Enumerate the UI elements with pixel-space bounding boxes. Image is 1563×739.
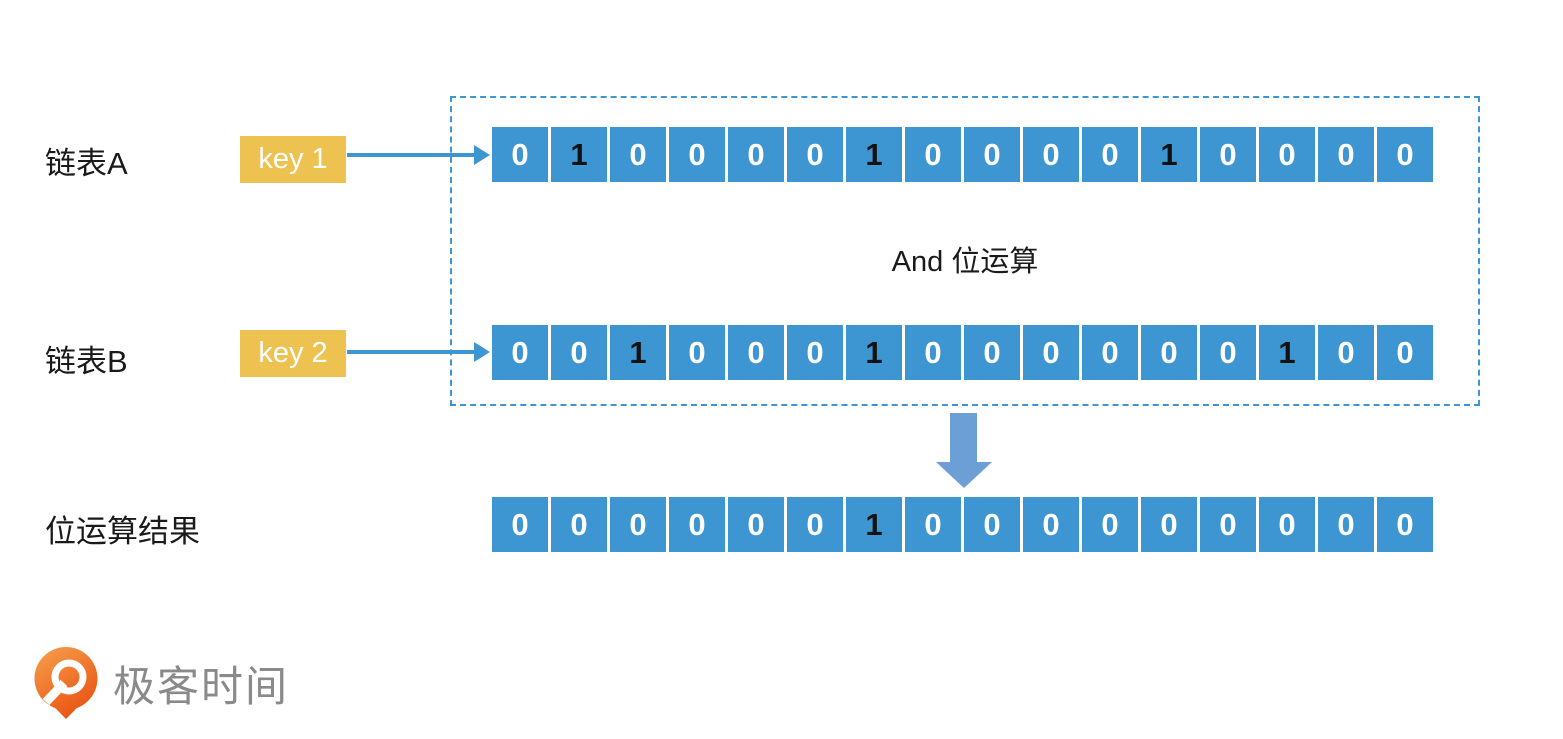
bit-cell: 0 xyxy=(492,325,548,380)
key1-arrow xyxy=(347,153,477,157)
result-label: 位运算结果 xyxy=(45,514,200,549)
key1-box: key 1 xyxy=(240,136,346,183)
bit-cell: 0 xyxy=(1377,325,1433,380)
bit-cell: 0 xyxy=(669,325,725,380)
key2-arrow-head-icon xyxy=(474,342,490,362)
geektime-logo-text: 极客时间 xyxy=(113,662,290,710)
bit-cell: 0 xyxy=(1082,127,1138,182)
bit-cell: 0 xyxy=(492,497,548,552)
bit-cell: 0 xyxy=(669,127,725,182)
bit-cell: 0 xyxy=(1318,127,1374,182)
bit-cell: 1 xyxy=(1141,127,1197,182)
list-a-label: 链表A xyxy=(45,146,128,181)
key2-arrow xyxy=(347,350,477,354)
bit-cell: 0 xyxy=(1023,497,1079,552)
bit-cell: 0 xyxy=(964,127,1020,182)
bit-cell: 0 xyxy=(728,127,784,182)
bit-cell: 0 xyxy=(1141,325,1197,380)
bit-cell: 1 xyxy=(846,127,902,182)
geektime-q-pin-icon xyxy=(34,647,98,719)
result-down-arrow-head-icon xyxy=(936,462,992,488)
bit-cell: 0 xyxy=(905,127,961,182)
bit-cell: 0 xyxy=(728,497,784,552)
bit-cell: 0 xyxy=(669,497,725,552)
operation-label: And 位运算 xyxy=(891,246,1039,278)
bit-cell: 1 xyxy=(610,325,666,380)
bit-cell: 0 xyxy=(551,325,607,380)
bit-cell: 0 xyxy=(492,127,548,182)
bit-cell: 0 xyxy=(1082,325,1138,380)
bit-cell: 0 xyxy=(1023,127,1079,182)
bit-cell: 0 xyxy=(610,127,666,182)
bit-cell: 0 xyxy=(1200,497,1256,552)
bit-cell: 1 xyxy=(1259,325,1315,380)
bit-cell: 1 xyxy=(551,127,607,182)
bit-cell: 0 xyxy=(1259,497,1315,552)
key1-arrow-head-icon xyxy=(474,145,490,165)
bit-cell: 0 xyxy=(1318,497,1374,552)
bit-cell: 0 xyxy=(728,325,784,380)
bit-cell: 0 xyxy=(905,497,961,552)
bit-cell: 0 xyxy=(1200,325,1256,380)
geektime-logo: 极客时间 xyxy=(33,646,289,720)
bit-cell: 0 xyxy=(964,497,1020,552)
bit-cell: 0 xyxy=(1082,497,1138,552)
bit-cell: 1 xyxy=(846,497,902,552)
bit-cell: 0 xyxy=(1318,325,1374,380)
bit-cell: 0 xyxy=(1023,325,1079,380)
bit-cell: 0 xyxy=(787,497,843,552)
key2-box: key 2 xyxy=(240,330,346,377)
bit-cell: 0 xyxy=(1377,497,1433,552)
bit-cell: 0 xyxy=(787,127,843,182)
bit-cell: 0 xyxy=(1141,497,1197,552)
list-b-label: 链表B xyxy=(45,344,128,379)
bit-cell: 0 xyxy=(1200,127,1256,182)
result-down-arrow xyxy=(950,413,977,464)
bit-cell: 0 xyxy=(551,497,607,552)
bit-cell: 0 xyxy=(1259,127,1315,182)
bit-cell: 0 xyxy=(1377,127,1433,182)
bit-cell: 0 xyxy=(610,497,666,552)
bit-cell: 0 xyxy=(787,325,843,380)
operation-group-border xyxy=(450,96,1480,406)
bit-cell: 1 xyxy=(846,325,902,380)
bit-cell: 0 xyxy=(905,325,961,380)
bit-cell: 0 xyxy=(964,325,1020,380)
